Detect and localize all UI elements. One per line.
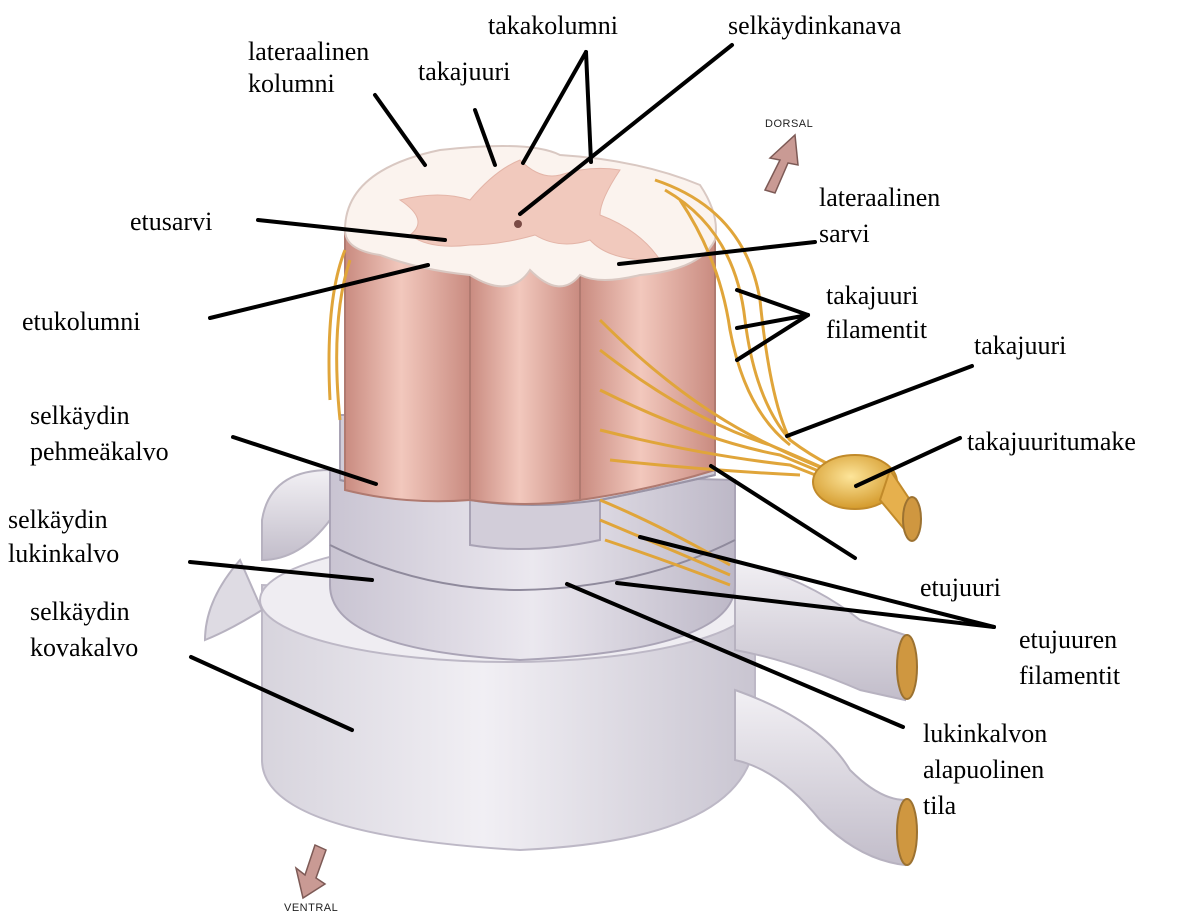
label-alapuolinen-3: tila (923, 790, 956, 822)
label-lateraalinen-sarvi-2: sarvi (819, 218, 870, 250)
label-pehmeakalvo-1: selkäydin (30, 400, 130, 432)
label-takajuuritumake: takajuuritumake (967, 426, 1136, 458)
label-alapuolinen-2: alapuolinen (923, 754, 1044, 786)
label-lukinkalvo-2: lukinkalvo (8, 538, 119, 570)
label-etusarvi: etusarvi (130, 206, 212, 238)
label-takajuuri-right: takajuuri (974, 330, 1066, 362)
label-etujuuri: etujuuri (920, 572, 1001, 604)
label-takajuuri-top: takajuuri (418, 56, 510, 88)
dorsal-label: DORSAL (765, 118, 813, 130)
label-pehmeakalvo-2: pehmeäkalvo (30, 436, 169, 468)
dorsal-arrow-icon (765, 135, 798, 193)
label-lateraalinen-kolumni-2: kolumni (248, 68, 335, 100)
label-kovakalvo-1: selkäydin (30, 596, 130, 628)
label-lukinkalvo-1: selkäydin (8, 504, 108, 536)
ventral-label: VENTRAL (284, 902, 338, 914)
label-lateraalinen-kolumni-1: lateraalinen (248, 36, 369, 68)
label-kovakalvo-2: kovakalvo (30, 632, 138, 664)
label-etujuuren-filamentit-1: etujuuren (1019, 624, 1117, 656)
label-takajuuri-filamentit-2: filamentit (826, 314, 927, 346)
label-takajuuri-filamentit-1: takajuuri (826, 280, 918, 312)
ventral-arrow-icon (296, 845, 326, 898)
label-takakolumni: takakolumni (488, 10, 618, 42)
label-selkaydinkanava: selkäydinkanava (728, 10, 901, 42)
label-etujuuren-filamentit-2: filamentit (1019, 660, 1120, 692)
dorsal-root-ganglion (813, 455, 921, 541)
label-lateraalinen-sarvi-1: lateraalinen (819, 182, 940, 214)
label-etukolumni: etukolumni (22, 306, 140, 338)
label-alapuolinen-1: lukinkalvon (923, 718, 1047, 750)
